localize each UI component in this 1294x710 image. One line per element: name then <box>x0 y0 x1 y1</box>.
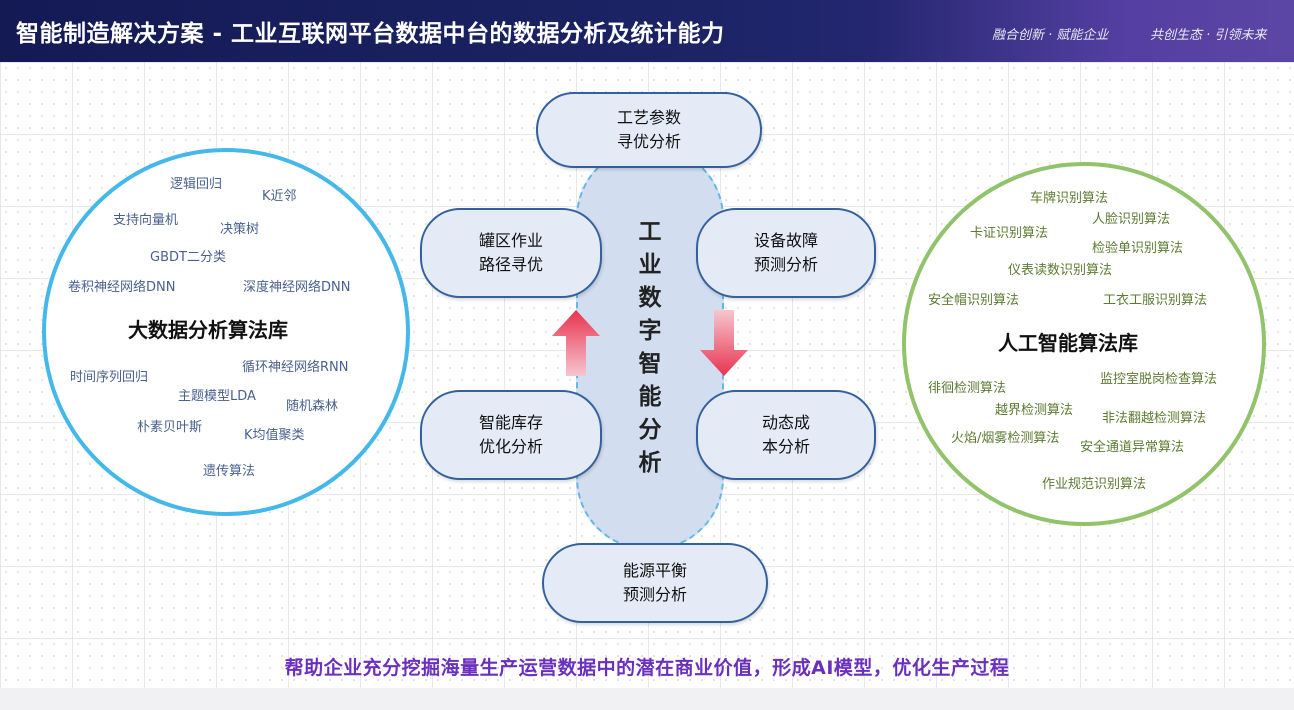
pillar-char: 数 <box>638 285 662 311</box>
algo-random-forest: 随机森林 <box>286 399 339 414</box>
node-line: 罐区作业 <box>478 231 543 250</box>
node-line: 工艺参数 <box>616 108 681 127</box>
ai-algorithm-circle <box>902 162 1266 526</box>
node-line: 路径寻优 <box>478 255 543 274</box>
pillar-label: 工 业 数 字 智 能 分 析 <box>634 216 666 480</box>
big-data-algorithm-circle <box>42 148 410 516</box>
slogan-innovation: 融合创新 · 赋能企业 <box>992 28 1109 43</box>
node-tank-route: 罐区作业 路径寻优 <box>420 208 602 298</box>
node-line: 智能库存 <box>478 413 543 432</box>
pillar-char: 智 <box>638 351 662 377</box>
arrow-down-icon <box>700 310 748 376</box>
algo-svm: 支持向量机 <box>113 213 179 228</box>
arrow-up-icon <box>552 310 600 376</box>
algo-card-recognition: 卡证识别算法 <box>970 226 1049 241</box>
algo-helmet: 安全帽识别算法 <box>928 293 1020 308</box>
node-line: 设备故障 <box>753 231 818 250</box>
algo-knn: K近邻 <box>262 189 297 204</box>
algo-loitering: 徘徊检测算法 <box>928 381 1007 396</box>
algo-face-recognition: 人脸识别算法 <box>1092 212 1171 227</box>
algo-kmeans: K均值聚类 <box>244 428 305 443</box>
algo-lab-sheet: 检验单识别算法 <box>1092 241 1184 256</box>
algo-lda: 主题模型LDA <box>178 389 256 404</box>
footer-summary: 帮助企业充分挖掘海量生产运营数据中的潜在商业价值，形成AI模型，优化生产过程 <box>284 657 1010 679</box>
algo-rnn: 循环神经网络RNN <box>242 360 349 375</box>
algo-license-plate: 车牌识别算法 <box>1030 191 1109 206</box>
ai-library-title: 人工智能算法库 <box>998 331 1138 355</box>
node-line: 优化分析 <box>478 437 543 456</box>
algo-naive-bayes: 朴素贝叶斯 <box>137 420 203 435</box>
node-inventory: 智能库存 优化分析 <box>420 390 602 480</box>
header-glow <box>874 0 1294 62</box>
pillar-char: 业 <box>638 252 662 278</box>
algo-work-compliance: 作业规范识别算法 <box>1042 477 1147 492</box>
algo-fire-smoke: 火焰/烟雾检测算法 <box>951 431 1060 446</box>
pillar-char: 字 <box>638 318 662 344</box>
node-process-parameter: 工艺参数 寻优分析 <box>536 92 762 168</box>
algo-boundary: 越界检测算法 <box>995 403 1074 418</box>
algo-workwear: 工衣工服识别算法 <box>1103 293 1208 308</box>
node-dynamic-cost: 动态成 本分析 <box>696 390 876 480</box>
node-equipment-fault: 设备故障 预测分析 <box>696 208 876 298</box>
algo-meter-reading: 仪表读数识别算法 <box>1008 263 1113 278</box>
algo-time-series: 时间序列回归 <box>70 370 149 385</box>
header-bar: 智能制造解决方案 - 工业互联网平台数据中台的数据分析及统计能力 融合创新 · … <box>0 0 1294 62</box>
page-title: 智能制造解决方案 - 工业互联网平台数据中台的数据分析及统计能力 <box>16 21 725 47</box>
pillar-char: 析 <box>638 450 662 476</box>
node-line: 预测分析 <box>622 585 687 604</box>
algo-logistic-regression: 逻辑回归 <box>170 177 223 192</box>
pillar-char: 工 <box>638 219 662 245</box>
big-data-library-title: 大数据分析算法库 <box>128 318 288 342</box>
algo-decision-tree: 决策树 <box>220 222 260 237</box>
node-line: 本分析 <box>761 437 810 456</box>
node-energy-balance: 能源平衡 预测分析 <box>542 543 768 623</box>
node-line: 动态成 <box>761 413 810 432</box>
algo-control-room: 监控室脱岗检查算法 <box>1100 372 1218 387</box>
algo-safety-passage: 安全通道异常算法 <box>1080 440 1185 455</box>
bottom-band <box>0 688 1294 710</box>
algo-dnn: 深度神经网络DNN <box>243 280 351 295</box>
node-line: 预测分析 <box>753 255 818 274</box>
pillar-char: 能 <box>638 384 662 410</box>
algo-gbdt: GBDT二分类 <box>150 250 226 265</box>
algo-genetic: 遗传算法 <box>203 464 256 479</box>
node-line: 寻优分析 <box>616 132 681 151</box>
algo-climbing: 非法翻越检测算法 <box>1102 411 1207 426</box>
slogan-ecosystem: 共创生态 · 引领未来 <box>1150 28 1267 43</box>
pillar-char: 分 <box>638 417 662 443</box>
algo-cnn: 卷积神经网络DNN <box>68 280 176 295</box>
node-line: 能源平衡 <box>622 561 687 580</box>
